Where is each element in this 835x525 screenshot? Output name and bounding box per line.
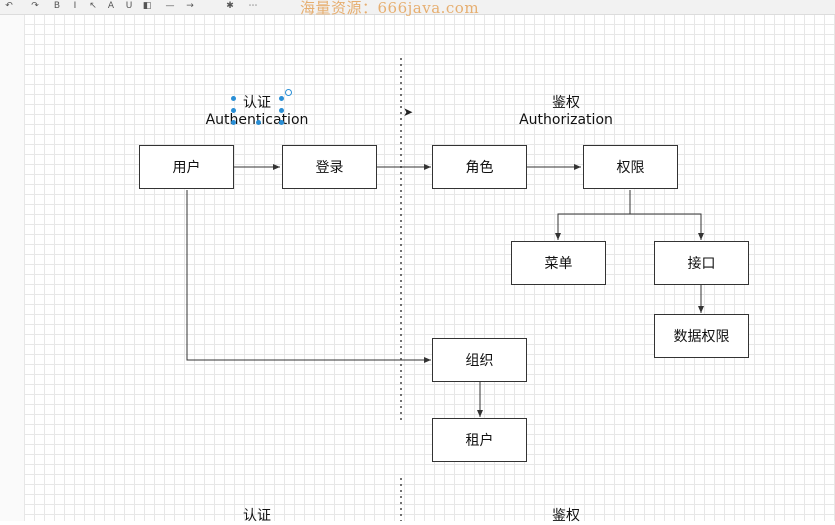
node-login[interactable]: 登录 [282,145,377,189]
selection-handle[interactable] [279,120,284,125]
authentication-heading-lower[interactable]: 认证 [243,508,271,524]
watermark-text: 海量资源：666java.com [300,0,480,17]
node-api[interactable]: 接口 [654,241,749,285]
left-gutter [0,14,25,521]
authentication-heading-cn: 认证 [243,95,271,111]
authorization-heading-cn: 鉴权 [552,95,580,111]
mouse-cursor-icon: ➤ [403,105,414,119]
italic-icon[interactable]: I [73,1,77,11]
redo-icon[interactable]: ↷ [31,1,39,11]
arrow-style-icon[interactable]: → [186,1,194,11]
line-style-icon[interactable]: — [165,1,175,11]
authorization-heading-en: Authorization [519,112,613,128]
edge-permission-api [630,213,704,240]
node-role[interactable]: 角色 [432,145,527,189]
edge-user-organization [186,190,431,363]
authorization-heading[interactable]: 鉴权 Authorization [501,95,631,129]
selection-handle[interactable] [231,96,236,101]
selection-handle[interactable] [256,120,261,125]
selection-handle[interactable] [231,120,236,125]
node-user[interactable]: 用户 [139,145,234,189]
bold-icon[interactable]: B [53,1,61,11]
node-tenant[interactable]: 租户 [432,418,527,462]
authorization-heading-lower[interactable]: 鉴权 [552,508,580,524]
undo-icon[interactable]: ↶ [5,1,13,11]
selection-handle[interactable] [279,96,284,101]
node-organization[interactable]: 组织 [432,338,527,382]
edge-permission-menu [555,190,631,240]
pointer-icon[interactable]: ↖ [89,1,97,11]
rotate-handle[interactable] [285,89,292,96]
node-permission[interactable]: 权限 [583,145,678,189]
fill-icon[interactable]: ◧ [142,1,152,11]
node-menu[interactable]: 菜单 [511,241,606,285]
selection-handle[interactable] [279,108,284,113]
underline-icon[interactable]: U [125,1,133,11]
toolbar: ↶ ↷ B I ↖ A U ◧ — → ✱ ⋯ [0,0,835,15]
more-icon[interactable]: ⋯ [248,1,258,11]
text-color-icon[interactable]: A [107,1,115,11]
gear-icon[interactable]: ✱ [226,1,234,11]
selection-handle[interactable] [231,108,236,113]
node-data-permission[interactable]: 数据权限 [654,314,749,358]
